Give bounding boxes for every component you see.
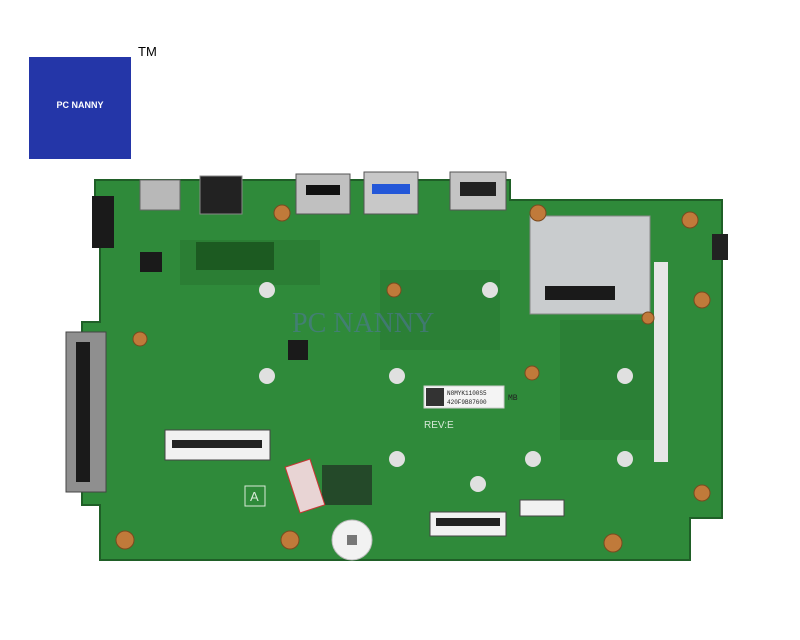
watermark-text: PC NANNY [292, 308, 434, 339]
usb-c-port [139, 179, 181, 211]
audio-jack [712, 234, 728, 260]
chip [322, 465, 372, 505]
chip [196, 242, 274, 270]
chip [288, 340, 308, 360]
warranty-label [284, 458, 326, 514]
revision-label: REV:E [424, 420, 454, 431]
silk-box-a [244, 485, 266, 507]
pcb-shaded-zone [560, 320, 670, 440]
qr-code [426, 388, 444, 406]
m2-slot [92, 196, 114, 248]
ethernet-port [199, 175, 243, 215]
pcb-shaded-zone [380, 270, 500, 350]
copper-screw-pads [115, 204, 711, 553]
ribbon-connector [519, 499, 565, 517]
brand-logo-box [29, 57, 131, 159]
sticker-line-2: 420F9B87600 [447, 399, 487, 406]
mounting-holes [259, 282, 633, 492]
sticker-line-1: N8MYK1100S5 [447, 390, 487, 397]
silk-label-a: A [250, 489, 259, 504]
chip [140, 252, 162, 272]
trademark-mark: TM [138, 44, 157, 59]
sticker-tag: MB [508, 394, 518, 403]
side-connector [654, 262, 668, 462]
brand-logo-text: PC NANNY [56, 100, 104, 110]
